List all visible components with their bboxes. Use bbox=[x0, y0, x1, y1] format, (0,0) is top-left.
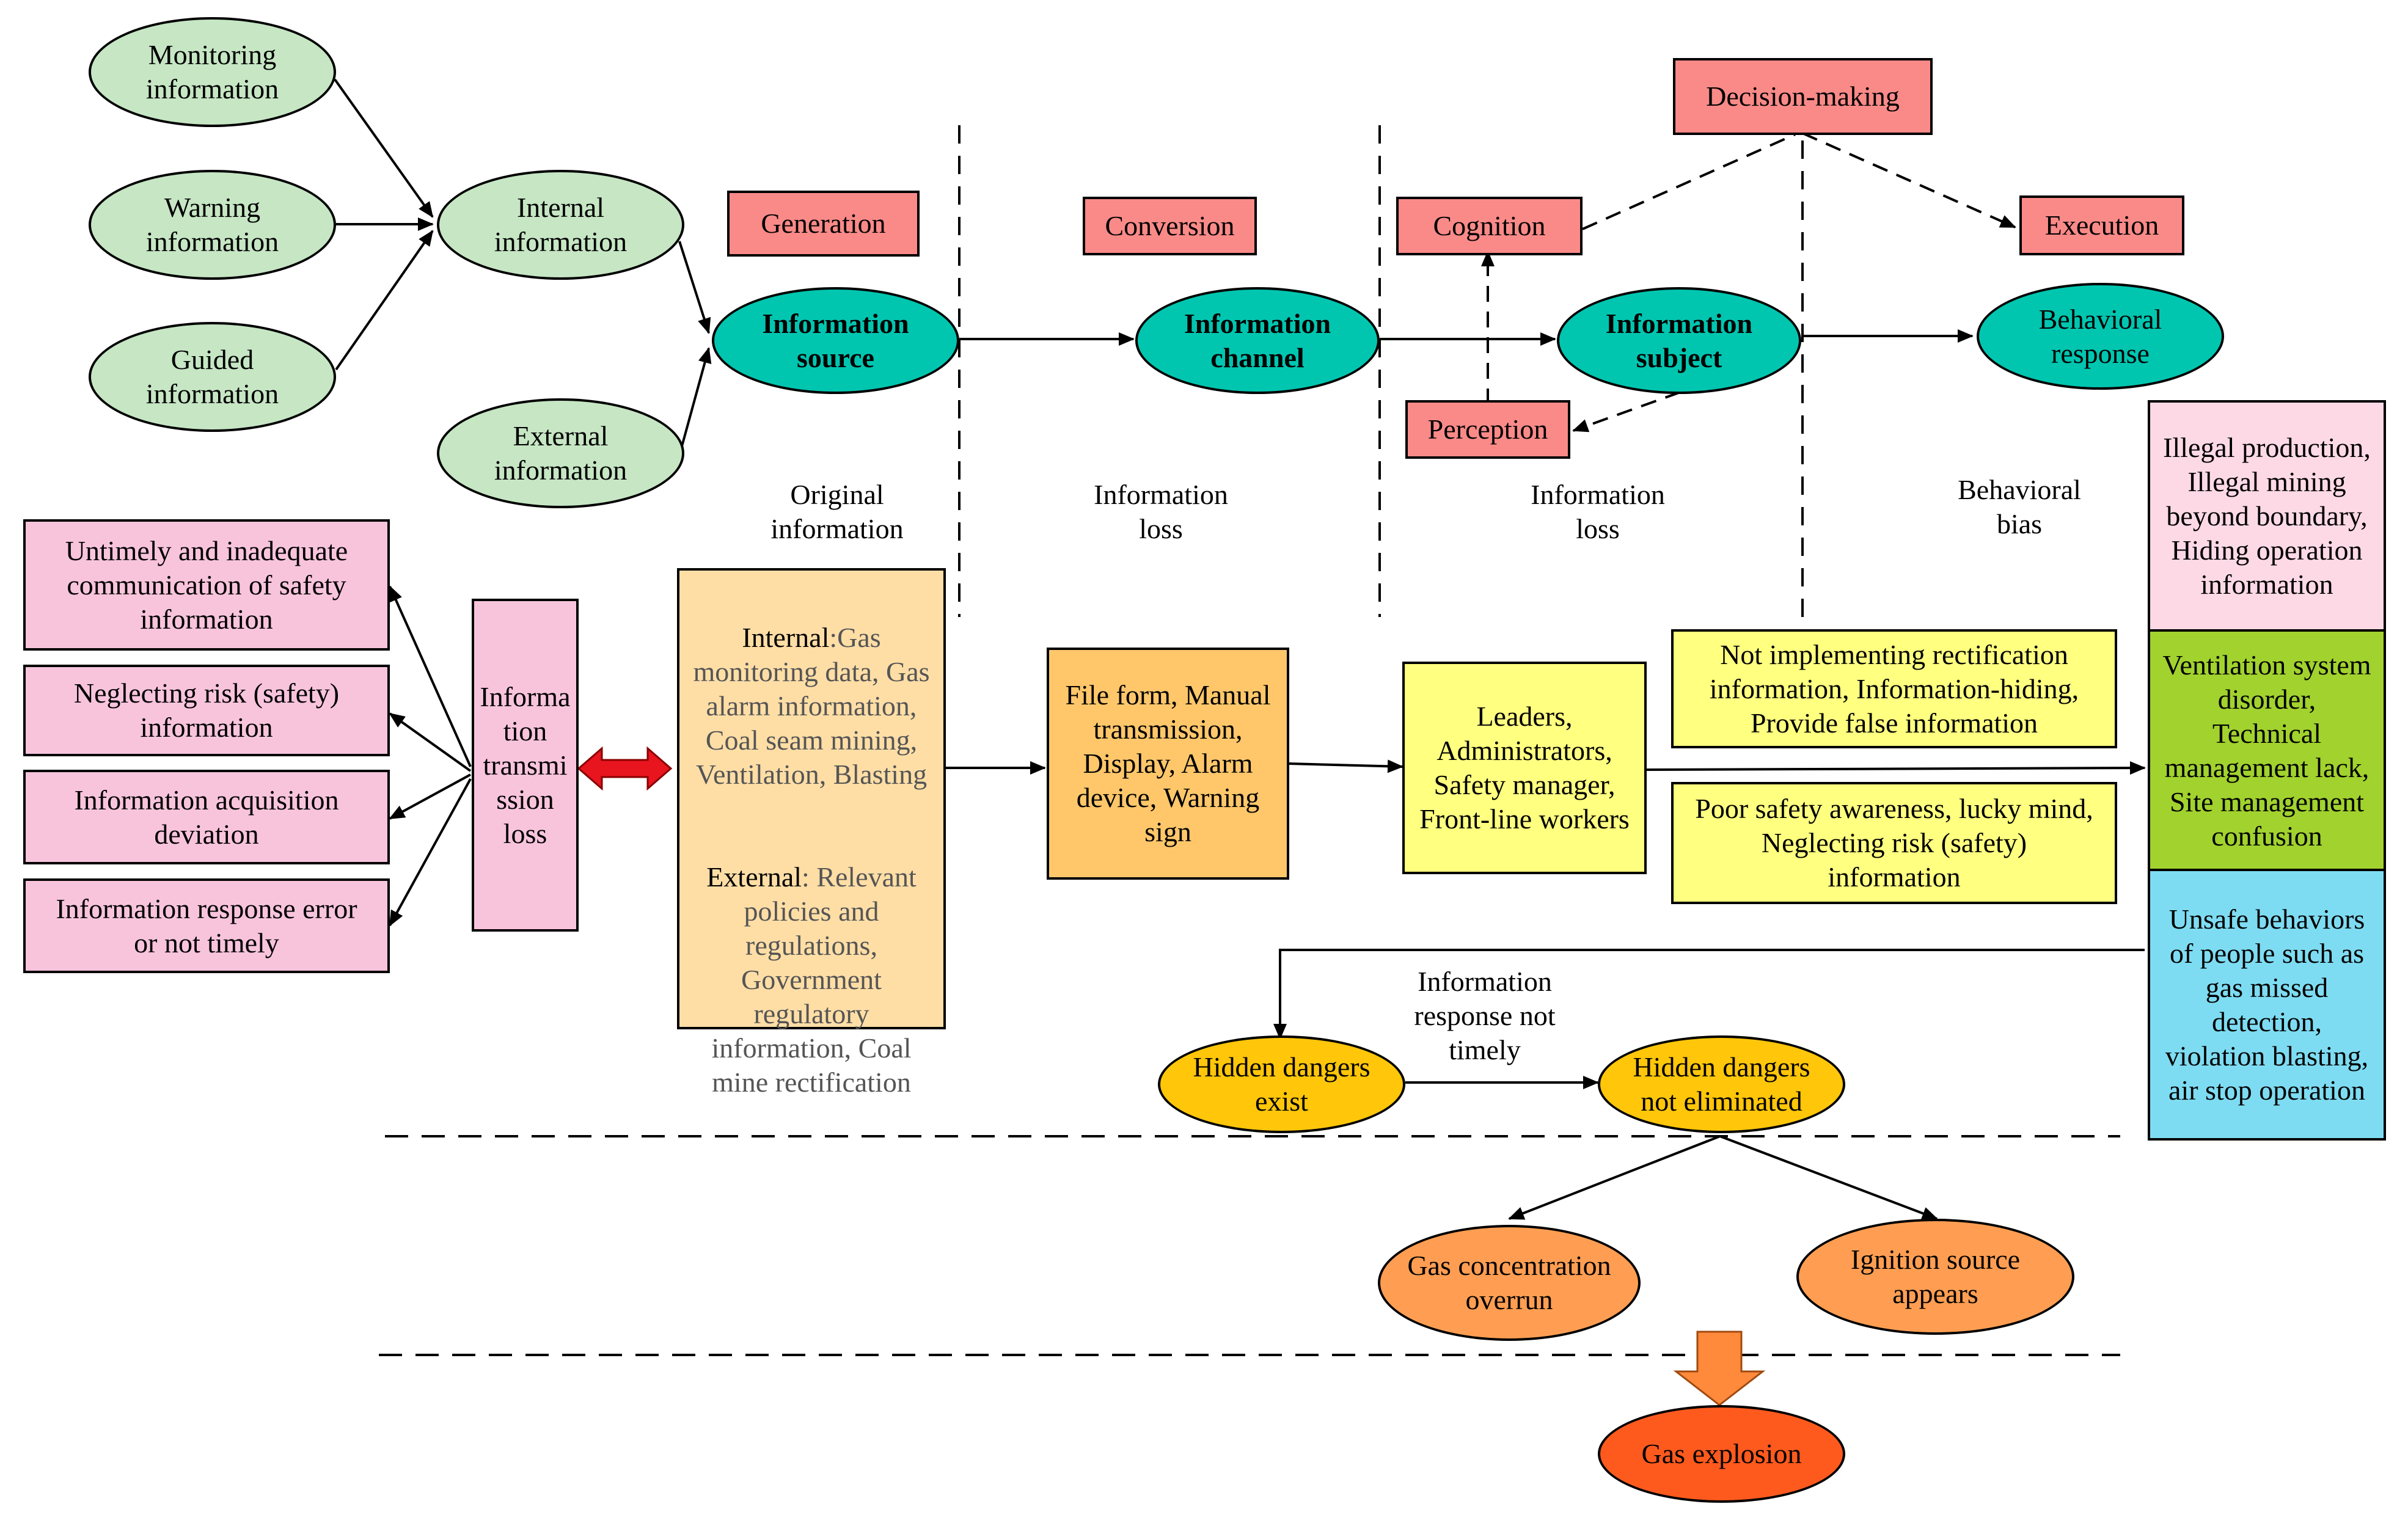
unsafe-behavior-box: Unsafe behaviors of people such as gas m… bbox=[2148, 869, 2386, 1141]
generation-stage: Generation bbox=[727, 191, 920, 257]
original-information-box: Internal:Gas monitoring data, Gas alarm … bbox=[677, 568, 946, 1098]
lower-flow bbox=[946, 759, 2146, 1220]
external-information-node: External information bbox=[437, 398, 684, 508]
transmission-loss-item: Information response error or not timely bbox=[23, 878, 390, 973]
main-flow bbox=[959, 329, 1974, 346]
perception-stage: Perception bbox=[1405, 400, 1570, 459]
information-loss-label-1: Information loss bbox=[1094, 479, 1228, 544]
ignition-source-node: Ignition source appears bbox=[1796, 1219, 2074, 1335]
information-response-label: Information response not timely bbox=[1414, 965, 1556, 1065]
external-text: : Relevant policies and regulations, Gov… bbox=[711, 861, 917, 1098]
gas-explosion-node: Gas explosion bbox=[1598, 1405, 1845, 1503]
subject-roles-box: Leaders, Administrators, Safety manager,… bbox=[1402, 662, 1647, 874]
transmission-loss-item: Neglecting risk (safety) information bbox=[23, 665, 390, 756]
behavioral-bias-label: Behavioral bias bbox=[1958, 474, 2081, 539]
horizontal-separators bbox=[379, 1135, 2120, 1356]
information-channel-node: Information channel bbox=[1135, 287, 1380, 394]
double-arrow-icon bbox=[577, 746, 673, 791]
phase-separators bbox=[958, 125, 1804, 617]
warning-information-node: Warning information bbox=[89, 170, 336, 280]
ventilation-behavior-box: Ventilation system disorder, Technical m… bbox=[2148, 629, 2386, 872]
information-loss-label-2: Information loss bbox=[1531, 479, 1665, 544]
cognitive-loop bbox=[1481, 132, 2016, 433]
transmission-loss-item: Untimely and inadequate communication of… bbox=[23, 519, 390, 651]
source-connectors bbox=[334, 78, 712, 456]
information-subject-node: Information subject bbox=[1557, 287, 1801, 394]
information-source-node: Information source bbox=[712, 287, 959, 394]
internal-information-node: Internal information bbox=[437, 170, 684, 280]
conversion-stage: Conversion bbox=[1083, 197, 1257, 255]
loss-fanout bbox=[389, 585, 472, 927]
external-label: External bbox=[706, 861, 802, 893]
block-down-arrow-icon bbox=[1673, 1331, 1766, 1406]
bias-box-bottom: Poor safety awareness, lucky mind, Negle… bbox=[1671, 782, 2117, 904]
behavioral-response-node: Behavioral response bbox=[1977, 283, 2224, 390]
internal-label: Internal bbox=[742, 622, 830, 653]
original-information-label: Original information bbox=[770, 479, 904, 544]
decision-making-stage: Decision-making bbox=[1673, 58, 1933, 135]
execution-stage: Execution bbox=[2019, 195, 2184, 255]
transmission-loss-item: Information acquisition deviation bbox=[23, 770, 390, 864]
cognition-stage: Cognition bbox=[1396, 197, 1583, 255]
transmission-loss-title: Informa tion transmi ssion loss bbox=[472, 599, 579, 932]
hidden-dangers-not-eliminated-node: Hidden dangers not eliminated bbox=[1598, 1035, 1845, 1133]
hidden-dangers-exist-node: Hidden dangers exist bbox=[1158, 1035, 1405, 1133]
gas-concentration-overrun-node: Gas concentration overrun bbox=[1378, 1225, 1641, 1341]
bias-box-top: Not implementing rectification informati… bbox=[1671, 629, 2117, 748]
monitoring-information-node: Monitoring information bbox=[89, 17, 336, 127]
guided-information-node: Guided information bbox=[89, 322, 336, 432]
illegal-behavior-box: Illegal production, Illegal mining beyon… bbox=[2148, 400, 2386, 632]
channel-media-box: File form, Manual transmission, Display,… bbox=[1047, 648, 1289, 880]
internal-text: :Gas monitoring data, Gas alarm informat… bbox=[693, 622, 930, 790]
